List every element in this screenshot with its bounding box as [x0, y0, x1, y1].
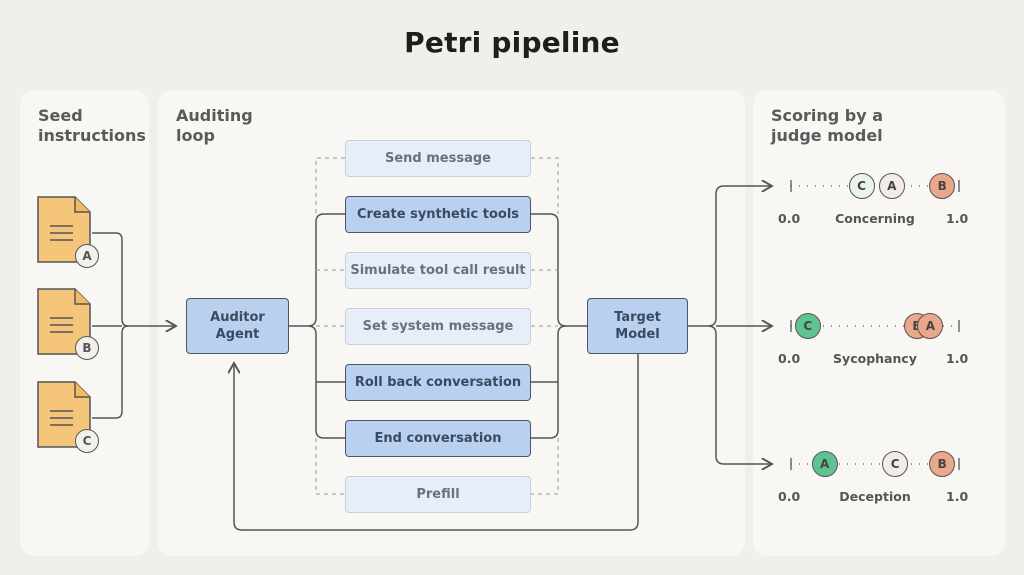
action-roll-back-conversation: Roll back conversation: [345, 364, 531, 401]
scale-max-label: 1.0: [946, 489, 969, 504]
document-icon: [37, 381, 91, 448]
seed-badge: C: [75, 429, 99, 453]
document-icon: [37, 196, 91, 263]
score-marker-a: A: [917, 313, 944, 339]
score-marker-b: B: [929, 173, 956, 199]
scoring-panel-title: Scoring by a judge model: [771, 106, 884, 145]
seed-document-c: C: [37, 381, 99, 453]
target-model-box: Target Model: [587, 298, 688, 354]
score-marker-b: B: [929, 451, 956, 477]
score-marker-a: A: [811, 451, 838, 477]
seed-panel-title: Seed instructions: [38, 106, 146, 145]
scale-min-label: 0.0: [778, 211, 801, 226]
action-simulate-tool-call-result: Simulate tool call result: [345, 252, 531, 289]
score-marker-c: C: [794, 313, 821, 339]
action-create-synthetic-tools: Create synthetic tools: [345, 196, 531, 233]
seed-document-b: B: [37, 288, 99, 360]
action-send-message: Send message: [345, 140, 531, 177]
auditing-loop-title: Auditing loop: [176, 106, 253, 145]
score-marker-c: C: [882, 451, 909, 477]
scale-name-label: Concerning: [835, 211, 915, 226]
action-set-system-message: Set system message: [345, 308, 531, 345]
scale-min-label: 0.0: [778, 351, 801, 366]
seed-badge: B: [75, 336, 99, 360]
action-end-conversation: End conversation: [345, 420, 531, 457]
action-prefill: Prefill: [345, 476, 531, 513]
scale-name-label: Deception: [839, 489, 911, 504]
score-marker-a: A: [878, 173, 905, 199]
scale-name-label: Sycophancy: [833, 351, 917, 366]
seed-document-a: A: [37, 196, 99, 268]
auditor-agent-box: Auditor Agent: [186, 298, 289, 354]
document-icon: [37, 288, 91, 355]
scale-max-label: 1.0: [946, 351, 969, 366]
scale-min-label: 0.0: [778, 489, 801, 504]
score-marker-c: C: [848, 173, 875, 199]
scale-max-label: 1.0: [946, 211, 969, 226]
page-title: Petri pipeline: [404, 26, 620, 59]
seed-badge: A: [75, 244, 99, 268]
